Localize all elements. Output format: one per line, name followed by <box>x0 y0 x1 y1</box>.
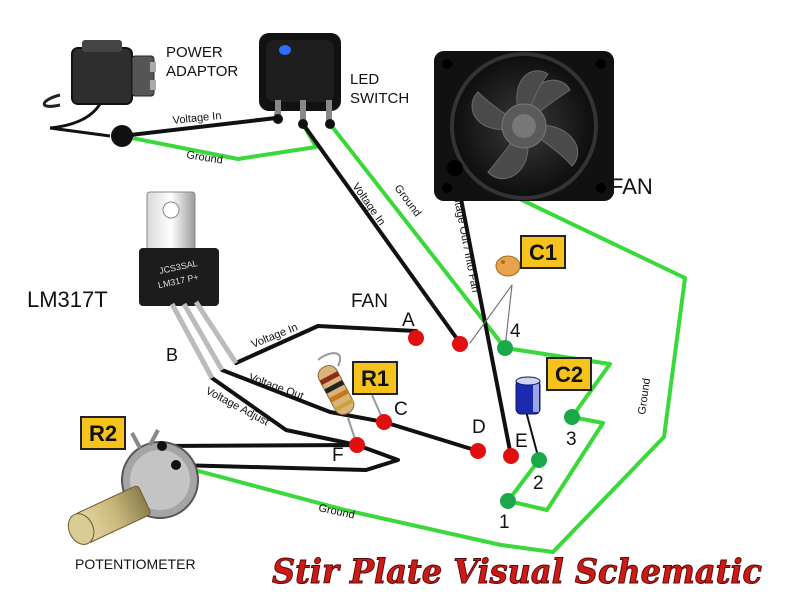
svg-text:R2: R2 <box>89 421 117 446</box>
voltage-out-wire-fan-node-e <box>453 166 513 458</box>
capacitor-c1 <box>495 255 521 277</box>
node-2 <box>531 452 547 468</box>
pot-wire-f <box>160 443 400 472</box>
node-a-label: A <box>402 310 415 331</box>
power-adaptor <box>42 40 156 147</box>
voltage-out-wire-reg <box>220 368 480 453</box>
fan <box>434 51 614 201</box>
ground-top-label: Ground <box>186 149 224 167</box>
node-1-label: 1 <box>499 512 510 533</box>
tag-r2: R2 <box>80 416 126 450</box>
voltage-out-fan-label: Voltage Out / Into Fan <box>449 186 481 293</box>
node-f <box>349 437 365 453</box>
led-switch[interactable] <box>259 33 341 129</box>
voltage-in-top-label: Voltage In <box>172 110 222 127</box>
ground-right-label: Ground <box>636 377 653 415</box>
voltage-in-wire-switch-node-a <box>301 122 462 345</box>
node-2-label: 2 <box>533 473 544 494</box>
pot-shaft-icon <box>67 485 151 545</box>
svg-text:R1: R1 <box>361 366 389 391</box>
schematic-title: Stir Plate Visual Schematic <box>272 552 762 592</box>
voltage-out-reg-label: Voltage Out <box>247 372 305 403</box>
node-a-right <box>452 336 468 352</box>
node-3 <box>564 409 580 425</box>
ground-wire-node4-c2 <box>503 346 612 419</box>
node-e-label: E <box>515 431 528 452</box>
ground-diag-label: Ground <box>392 183 424 220</box>
node-c <box>376 414 392 430</box>
ground-wire-fan-right <box>453 166 687 554</box>
capacitor-c2 <box>515 376 541 415</box>
fan-label: FAN <box>610 174 653 199</box>
node-c-label: C <box>394 399 408 420</box>
ground-wire-switch-node4 <box>328 122 507 350</box>
tag-c1: C1 <box>520 235 566 269</box>
ground-wire-pot-bottom <box>174 463 555 554</box>
nodes <box>349 330 580 509</box>
node-e <box>503 448 519 464</box>
voltage-adjust-wire-reg <box>210 376 359 447</box>
ground-wire-node3 <box>506 415 605 512</box>
ground-bottom-label: Ground <box>317 502 355 521</box>
svg-text:C1: C1 <box>529 240 557 265</box>
c1-wire <box>469 284 513 349</box>
ground-wire-node1-node2 <box>506 458 541 503</box>
lm317t-label: LM317T <box>27 287 108 312</box>
lm317t-regulator: JCS3SAL LM317 P+ <box>139 191 239 380</box>
node-d <box>470 443 486 459</box>
led-switch-label-line1: LED <box>350 71 379 88</box>
power-adaptor-label-line1: POWER <box>166 44 223 61</box>
node-4 <box>497 340 513 356</box>
voltage-in-wire-reg <box>234 324 418 365</box>
node-4-label: 4 <box>510 321 521 342</box>
potentiometer-label: POTENTIOMETER <box>75 556 196 572</box>
node-1 <box>500 493 516 509</box>
node-a-left <box>408 330 424 346</box>
potentiometer[interactable] <box>63 429 199 549</box>
node-3-label: 3 <box>566 429 577 450</box>
wires <box>120 102 687 554</box>
power-adaptor-label-line2: ADAPTOR <box>166 63 238 80</box>
node-d-label: D <box>472 417 486 438</box>
led-switch-label-line2: SWITCH <box>350 90 409 107</box>
svg-text:C2: C2 <box>555 362 583 387</box>
node-f-label: F <box>332 445 344 466</box>
voltage-adjust-label: Voltage Adjust <box>204 385 271 428</box>
tag-r1: R1 <box>352 361 398 395</box>
b-label: B <box>166 345 178 365</box>
fan-node-label: FAN <box>351 291 388 312</box>
tag-c2: C2 <box>546 357 592 391</box>
led-indicator-icon <box>279 45 291 55</box>
